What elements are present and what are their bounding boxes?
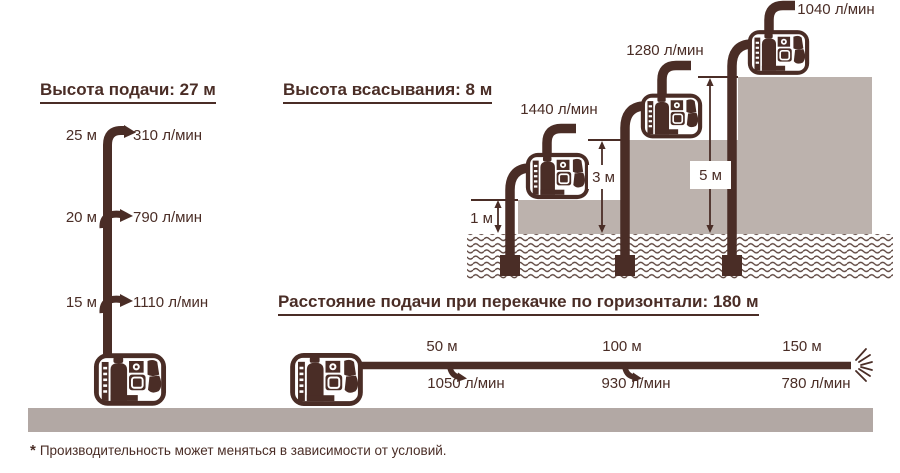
delivery-flow-label: 790 л/мин xyxy=(133,209,203,226)
delivery-height-label: 20 м xyxy=(65,209,97,226)
pump-icon xyxy=(93,352,167,407)
suction-dim-label: 3 м xyxy=(588,165,619,189)
delivery-flow-label: 310 л/мин xyxy=(133,127,203,144)
suction-flow-label: 1280 л/мин xyxy=(626,42,704,59)
footnote-text: Производительность может меняться в зави… xyxy=(39,443,447,458)
horizontal-distance-label: 100 м xyxy=(602,338,642,355)
suction-title: Высота всасывания: 8 м xyxy=(283,80,493,104)
ground-strip xyxy=(28,408,873,432)
horizontal-pipe xyxy=(330,348,873,382)
horizontal-title: Расстояние подачи при перекачке по гориз… xyxy=(278,292,759,316)
delivery-height-label: 15 м xyxy=(65,294,97,311)
pump-icon xyxy=(747,29,810,76)
delivery-flow-label: 1110 л/мин xyxy=(133,294,209,311)
horizontal-flow-label: 930 л/мин xyxy=(601,375,671,392)
footnote: *Производительность может меняться в зав… xyxy=(30,442,447,459)
water-surface xyxy=(467,234,893,280)
pump-icon xyxy=(640,92,703,140)
spray-icon xyxy=(855,348,873,382)
delivery-height-label: 25 м xyxy=(65,127,97,144)
discharge-pipes xyxy=(542,0,795,165)
strainers xyxy=(500,255,742,276)
suction-flow-label: 1040 л/мин xyxy=(797,1,875,18)
horizontal-flow-label: 780 л/мин xyxy=(781,375,851,392)
suction-dim-label: 1 м xyxy=(470,210,493,227)
pump-icon xyxy=(525,152,590,200)
horizontal-flow-label: 1050 л/мин xyxy=(427,375,505,392)
suction-pipes xyxy=(505,39,753,258)
horizontal-distance-label: 50 м xyxy=(426,338,458,355)
delivery-pipe xyxy=(99,125,136,380)
horizontal-distance-label: 150 м xyxy=(782,338,822,355)
footnote-asterisk: * xyxy=(30,442,36,459)
pump-icon xyxy=(289,352,364,407)
delivery-title: Высота подачи: 27 м xyxy=(40,80,216,104)
suction-dim-label: 5 м xyxy=(690,161,731,189)
suction-flow-label: 1440 л/мин xyxy=(520,101,598,118)
